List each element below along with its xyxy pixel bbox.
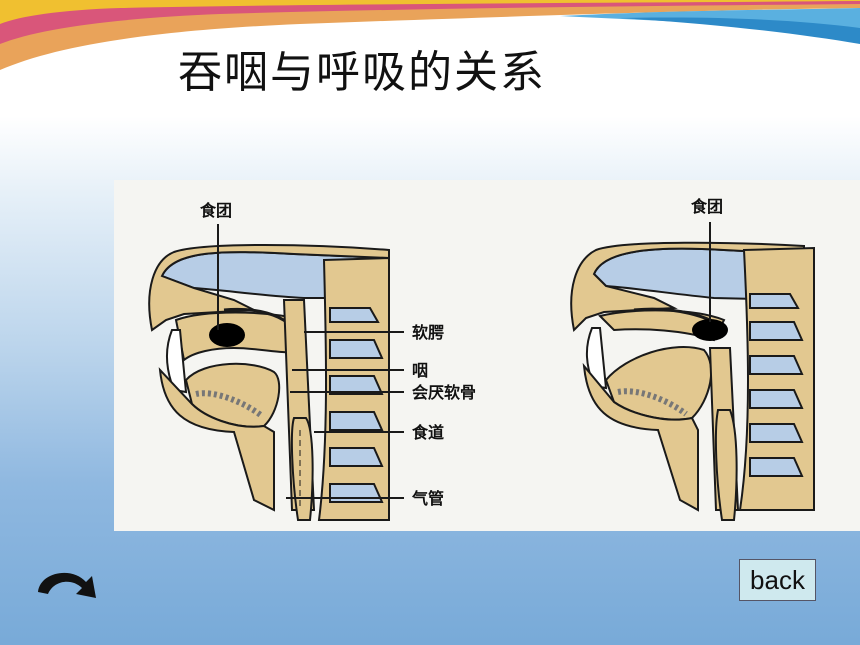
- label-pharynx: 咽: [412, 361, 428, 380]
- next-slide-button[interactable]: [32, 562, 102, 606]
- header-swoosh: [0, 0, 860, 70]
- right-anatomy: [570, 241, 815, 521]
- back-button[interactable]: back: [739, 559, 816, 601]
- label-esophagus: 食道: [411, 423, 444, 442]
- bolus-shape-right: [692, 319, 728, 341]
- label-trachea: 气管: [411, 489, 444, 508]
- swallowing-diagram: 食团 软腭 咽 会厌软骨 食道 气管: [114, 180, 860, 531]
- label-bolus-left: 食团: [199, 201, 232, 220]
- label-epiglottis: 会厌软骨: [412, 383, 476, 402]
- left-anatomy: [148, 244, 390, 521]
- curved-arrow-icon: [38, 572, 96, 598]
- label-bolus-right: 食团: [690, 197, 723, 216]
- slide-title: 吞咽与呼吸的关系: [178, 47, 546, 98]
- label-soft-palate: 软腭: [412, 323, 444, 342]
- bolus-shape-left: [209, 323, 245, 347]
